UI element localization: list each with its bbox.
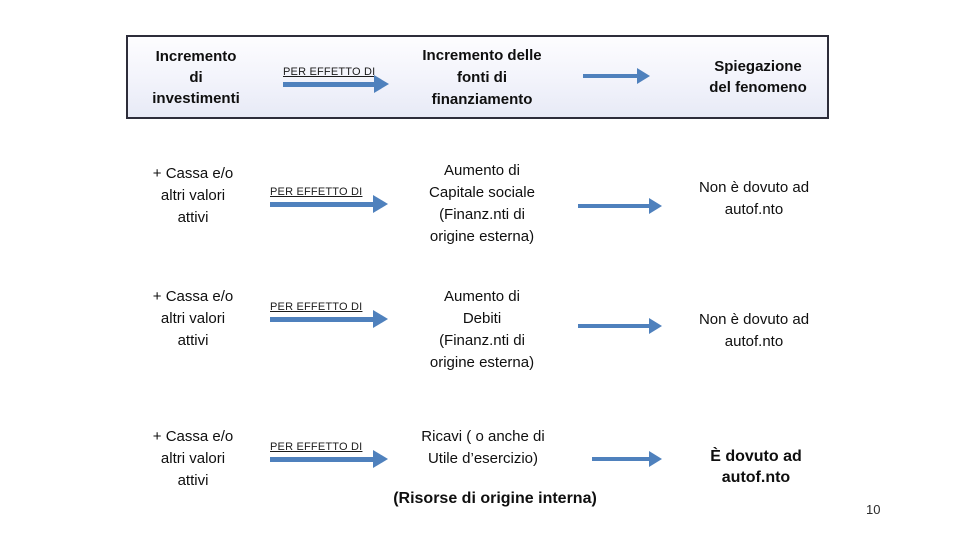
arrow-head [649, 318, 662, 334]
arrow-shaft [270, 201, 373, 207]
per-effetto-arrow: PER EFFETTO DI [270, 186, 388, 213]
header-box [126, 35, 829, 119]
row-right-label: Non è dovuto ad autof.nto [698, 311, 810, 350]
arrow-right-icon [578, 197, 662, 215]
arrow-right-icon [578, 317, 662, 335]
arrow-right-icon [592, 450, 662, 468]
per-effetto-label: PER EFFETTO DI [283, 66, 376, 78]
arrow-right-icon [283, 75, 389, 93]
footer-note: (Risorse di origine interna) [393, 490, 597, 507]
arrow-shaft [283, 81, 374, 87]
page-number: 10 [866, 502, 881, 517]
per-effetto-arrow: PER EFFETTO DI [270, 441, 388, 468]
row-middle-label: Aumento di Debiti (Finanz.nti di origine… [429, 288, 535, 371]
header-left-title: Incremento di investimenti [152, 48, 240, 107]
arrow-right-icon [270, 195, 388, 213]
arrow-right-icon [583, 67, 650, 85]
arrow-right-icon [270, 310, 388, 328]
arrow-head [373, 195, 388, 213]
per-effetto-label: PER EFFETTO DI [270, 441, 363, 453]
arrow-shaft [592, 457, 649, 461]
per-effetto-arrow: PER EFFETTO DI [270, 301, 388, 328]
arrow-head [649, 198, 662, 214]
row-right-label: Non è dovuto ad autof.nto [698, 179, 810, 218]
header-right-title: Spiegazione del fenomeno [709, 58, 807, 96]
arrow-shaft [270, 316, 373, 322]
row-middle-label: Ricavi ( o anche di Utile d’esercizio) [421, 428, 545, 467]
arrow-head [373, 310, 388, 328]
arrow-head [637, 68, 650, 84]
arrow-shaft [578, 204, 649, 208]
per-effetto-label: PER EFFETTO DI [270, 186, 363, 198]
header-center-title: Incremento delle fonti di finanziamento [422, 47, 542, 108]
row-left-label: + Cassa e/o altri valori attivi [152, 288, 234, 349]
arrow-head [649, 451, 662, 467]
arrow-shaft [583, 74, 637, 78]
row-left-label: + Cassa e/o altri valori attivi [152, 428, 234, 489]
arrow-right-icon [270, 450, 388, 468]
arrow-shaft [270, 456, 373, 462]
row-left-label: + Cassa e/o altri valori attivi [152, 165, 234, 226]
row-middle-label: Aumento di Capitale sociale (Finanz.nti … [429, 162, 535, 245]
per-effetto-arrow: PER EFFETTO DI [283, 66, 389, 93]
arrow-shaft [578, 324, 649, 328]
arrow-head [373, 450, 388, 468]
row-right-label: È dovuto ad autof.nto [710, 448, 802, 486]
arrow-head [374, 75, 389, 93]
per-effetto-label: PER EFFETTO DI [270, 301, 363, 313]
